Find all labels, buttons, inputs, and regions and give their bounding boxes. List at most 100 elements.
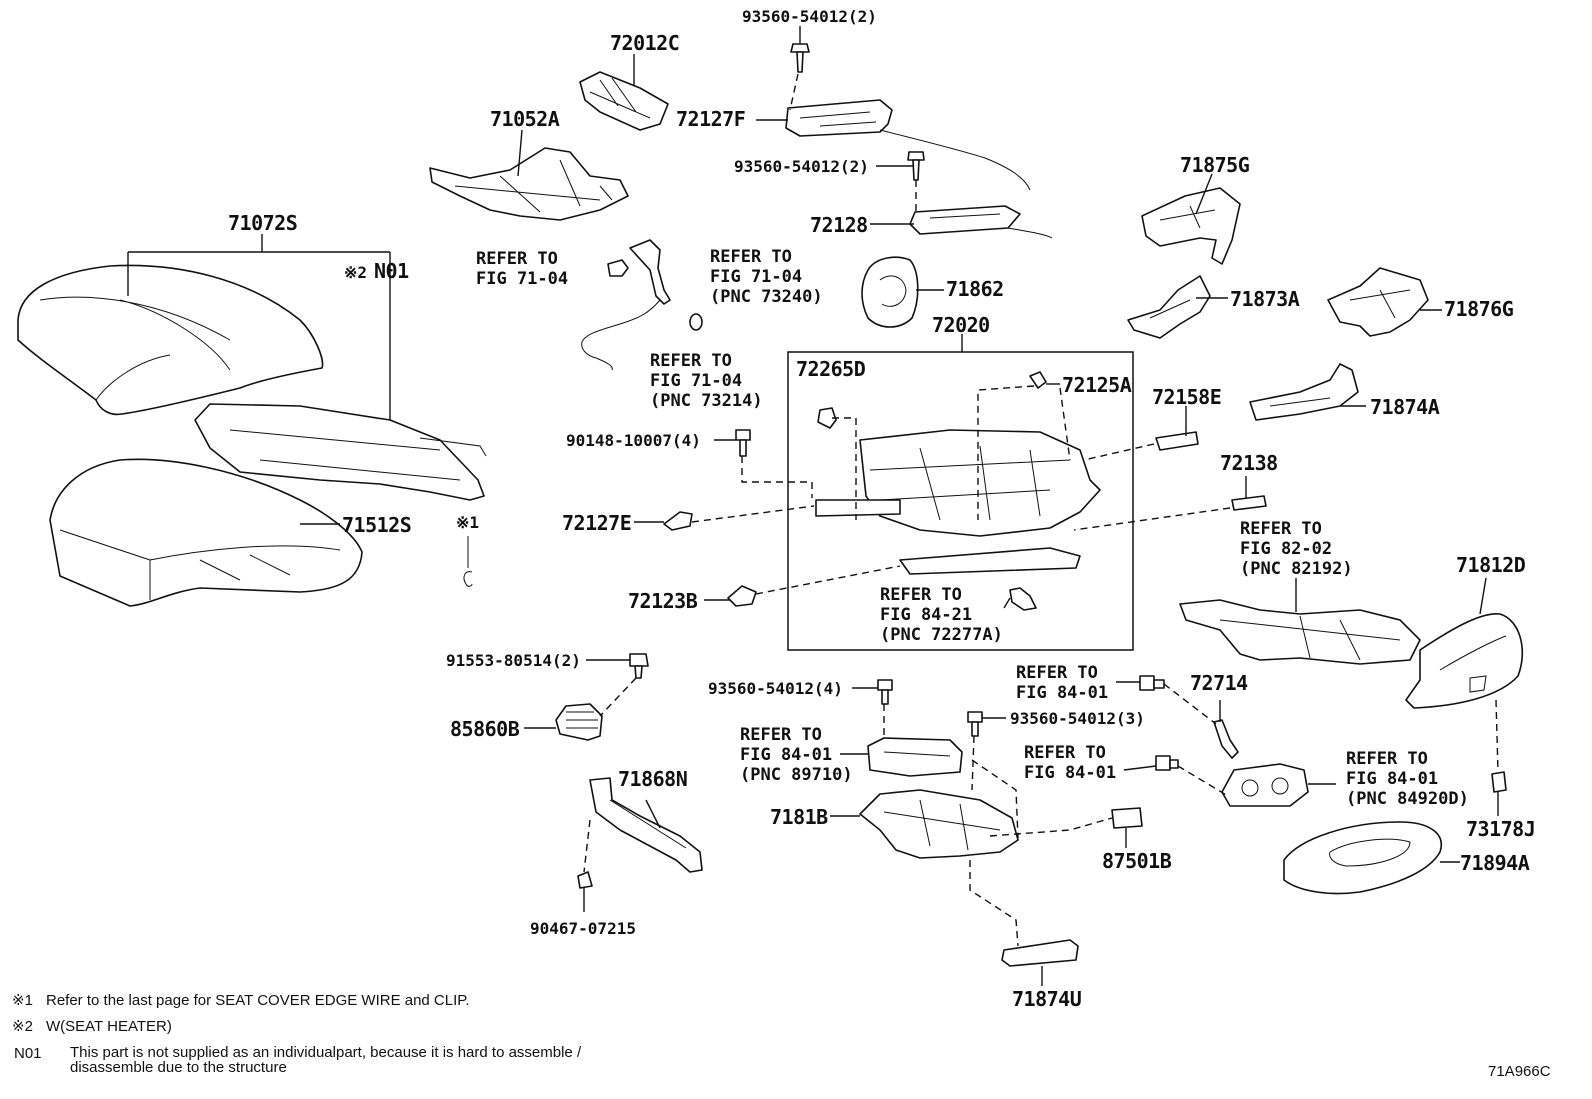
label-72123B: 72123B xyxy=(628,589,698,613)
label-90467: 90467-07215 xyxy=(530,919,636,938)
part-90467-clip xyxy=(577,871,593,889)
label-71072S: 71072S xyxy=(228,211,297,235)
label-93560-mid: 93560-54012(2) xyxy=(734,157,869,176)
svg-text:FIG 84-21: FIG 84-21 xyxy=(880,605,972,625)
label-93560-top: 93560-54012(2) xyxy=(742,7,877,26)
part-71894A xyxy=(1283,821,1442,895)
refer-block-fig-82-02: REFER TO FIG 82-02 (PNC 82192) xyxy=(1240,519,1353,579)
svg-text:FIG 71-04: FIG 71-04 xyxy=(650,371,742,391)
svg-text:REFER TO: REFER TO xyxy=(1240,519,1322,539)
svg-text:REFER TO: REFER TO xyxy=(1016,663,1098,683)
bolt-ref-84-01-b xyxy=(1155,755,1179,771)
label-72138: 72138 xyxy=(1220,451,1278,475)
footnote-2-mark: ※2 xyxy=(12,1018,33,1035)
label-mark2: ※2 xyxy=(344,263,367,282)
bolt-93560-top xyxy=(790,43,810,73)
part-N01-seat-heater xyxy=(194,403,487,501)
svg-text:(PNC 89710): (PNC 89710) xyxy=(740,765,853,785)
svg-text:FIG 71-04: FIG 71-04 xyxy=(710,267,802,287)
part-ring-73214 xyxy=(689,313,703,331)
part-71874A xyxy=(1249,363,1359,421)
refer-block-fig-84-01-c: REFER TO FIG 84-01 xyxy=(1024,743,1116,783)
part-harness-73240 xyxy=(581,239,671,371)
svg-text:REFER TO: REFER TO xyxy=(650,351,732,371)
part-module-89710 xyxy=(867,737,963,777)
label-7181B: 7181B xyxy=(770,805,828,829)
refer-block-fig-84-01-d: REFER TO FIG 84-01 (PNC 84920D) xyxy=(1346,749,1469,809)
refer-block-fig-71-04-c: REFER TO FIG 71-04 (PNC 73214) xyxy=(650,351,763,411)
label-71868N: 71868N xyxy=(618,767,687,791)
svg-text:FIG 84-01: FIG 84-01 xyxy=(1024,763,1116,783)
part-72020-seat-adjuster xyxy=(815,371,1101,611)
part-72138 xyxy=(1231,495,1267,511)
label-72012C: 72012C xyxy=(610,31,679,55)
svg-text:(PNC 73214): (PNC 73214) xyxy=(650,391,763,411)
label-85860B: 85860B xyxy=(450,717,520,741)
part-72714 xyxy=(1213,719,1239,759)
footnote-3-mark: N01 xyxy=(14,1045,42,1062)
refer-block-fig-84-01-b: REFER TO FIG 84-01 (PNC 89710) xyxy=(740,725,853,785)
svg-text:FIG 71-04: FIG 71-04 xyxy=(476,269,568,289)
label-87501B: 87501B xyxy=(1102,849,1172,873)
svg-text:FIG 84-01: FIG 84-01 xyxy=(1346,769,1438,789)
refer-block-fig-84-21: REFER TO FIG 84-21 (PNC 72277A) xyxy=(880,585,1003,645)
svg-text:(PNC 84920D): (PNC 84920D) xyxy=(1346,789,1469,809)
svg-text:(PNC 73240): (PNC 73240) xyxy=(710,287,823,307)
part-switch-84920D xyxy=(1221,763,1309,807)
footnote-3-text-line1: This part is not supplied as an individu… xyxy=(70,1044,582,1061)
part-72158E xyxy=(1155,431,1199,451)
label-93560-3: 93560-54012(3) xyxy=(1010,709,1145,728)
part-85860B xyxy=(555,703,603,741)
part-71512S-seat-pad xyxy=(49,458,363,607)
part-ref-nut-73230 xyxy=(607,259,629,277)
part-72128 xyxy=(909,205,1053,239)
bolt-91553 xyxy=(629,653,649,679)
svg-text:REFER TO: REFER TO xyxy=(1346,749,1428,769)
svg-text:REFER TO: REFER TO xyxy=(710,247,792,267)
label-71512S: 71512S xyxy=(342,513,411,537)
refer-block-fig-71-04-b: REFER TO FIG 71-04 (PNC 73240) xyxy=(710,247,823,307)
refer-block-fig-84-01-a: REFER TO FIG 84-01 xyxy=(1016,663,1108,703)
label-71052A: 71052A xyxy=(490,107,560,131)
bolt-90148 xyxy=(735,429,751,457)
label-N01: N01 xyxy=(374,259,409,283)
part-87501B xyxy=(1111,807,1143,829)
label-71874U: 71874U xyxy=(1012,987,1081,1011)
svg-text:REFER TO: REFER TO xyxy=(1024,743,1106,763)
svg-text:(PNC 82192): (PNC 82192) xyxy=(1240,559,1353,579)
bolt-93560-mid xyxy=(907,151,925,181)
label-90148: 90148-10007(4) xyxy=(566,431,701,450)
part-71812D xyxy=(1405,613,1524,709)
svg-text:REFER TO: REFER TO xyxy=(880,585,962,605)
bolt-93560-4 xyxy=(877,679,893,705)
part-72127F xyxy=(785,99,1031,191)
bolt-93560-3 xyxy=(967,711,983,737)
label-71874A: 71874A xyxy=(1370,395,1440,419)
svg-text:FIG 82-02: FIG 82-02 xyxy=(1240,539,1332,559)
label-71875G: 71875G xyxy=(1180,153,1250,177)
footnote-3-text-line2: disassemble due to the structure xyxy=(70,1059,287,1076)
part-edge-clip xyxy=(463,536,473,587)
footnote-1-mark: ※1 xyxy=(12,992,33,1009)
part-71876G xyxy=(1327,267,1429,337)
svg-text:REFER TO: REFER TO xyxy=(476,249,558,269)
label-72125A: 72125A xyxy=(1062,373,1132,397)
part-71868N xyxy=(589,777,703,873)
label-93560-4: 93560-54012(4) xyxy=(708,679,843,698)
part-73178J xyxy=(1491,771,1507,793)
part-frame-82192 xyxy=(1179,599,1421,665)
label-72127F: 72127F xyxy=(676,107,745,131)
label-mark1: ※1 xyxy=(456,513,479,532)
label-72020: 72020 xyxy=(932,313,990,337)
refer-block-fig-71-04-a: REFER TO FIG 71-04 xyxy=(476,249,568,289)
label-71812D: 71812D xyxy=(1456,553,1526,577)
svg-text:FIG 84-01: FIG 84-01 xyxy=(1016,683,1108,703)
part-71875G xyxy=(1141,187,1241,265)
label-72714: 72714 xyxy=(1190,671,1248,695)
label-72127E: 72127E xyxy=(562,511,631,535)
label-71873A: 71873A xyxy=(1230,287,1300,311)
part-72012C xyxy=(579,71,669,131)
label-72265D: 72265D xyxy=(796,357,866,381)
leader-lines xyxy=(127,26,1499,986)
